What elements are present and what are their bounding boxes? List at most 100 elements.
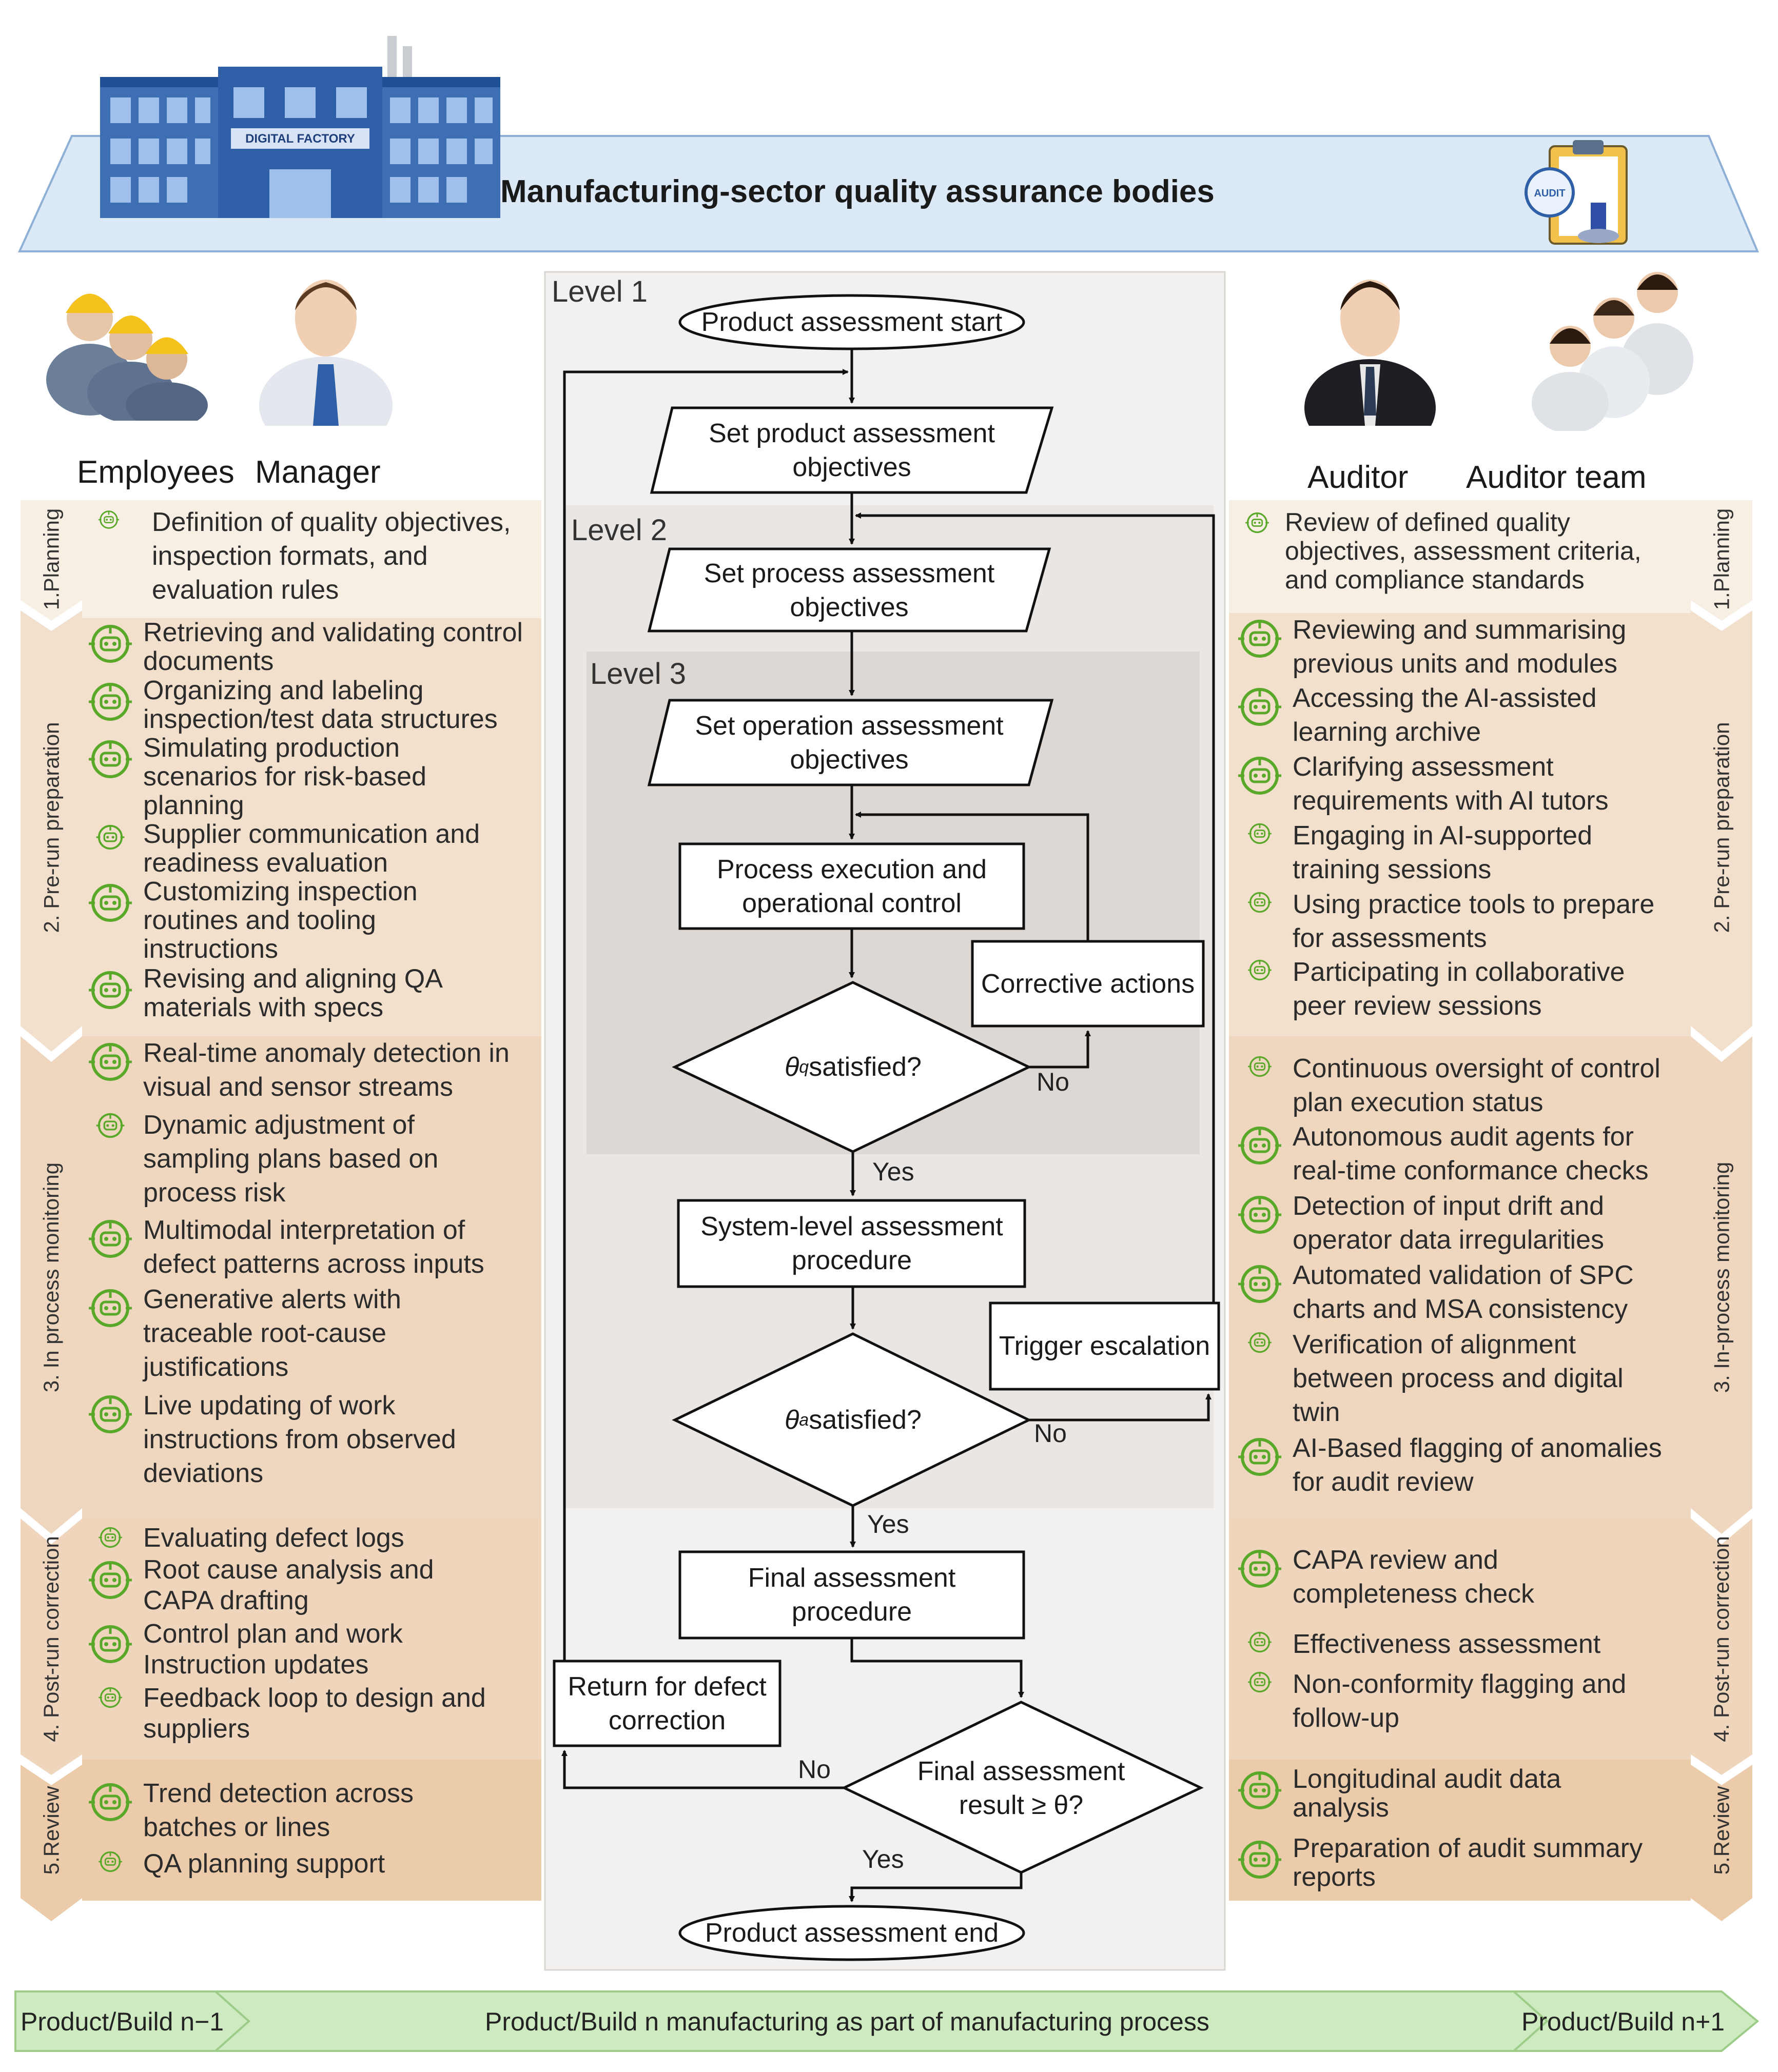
process-execution-shape xyxy=(678,842,1025,930)
ai-bot-icon xyxy=(85,879,136,929)
end-terminal xyxy=(678,1905,1025,1961)
process-objectives-shape xyxy=(647,547,1051,633)
list-item: Evaluating defect logs xyxy=(85,1523,541,1553)
stage-left-inprocess: 3. In process monitoring xyxy=(39,1162,63,1393)
ai-bot-icon xyxy=(1234,615,1285,665)
process-execution-label: Process execution and operational contro… xyxy=(716,854,987,918)
stage-left-postrun: 4. Post-run correction xyxy=(39,1536,64,1742)
list-item: Participating in collaborative peer revi… xyxy=(1234,955,1688,1023)
theta-a-no-label: No xyxy=(1034,1419,1067,1448)
current-build-label: Product/Build n manufacturing as part of… xyxy=(485,2007,1209,2036)
stage-right-review: 5.Review xyxy=(1709,1786,1733,1874)
system-level-label: System-level assessment procedure xyxy=(700,1212,1003,1275)
list-item: Engaging in AI-supported training sessio… xyxy=(1234,819,1688,886)
list-item: Accessing the AI-assisted learning archi… xyxy=(1234,681,1688,749)
list-item: Revising and aligning QA materials with … xyxy=(85,964,541,1022)
list-item: Supplier communication and readiness eva… xyxy=(85,820,541,877)
role-auditor-team: Auditor team xyxy=(1466,460,1647,495)
ai-bot-icon xyxy=(85,678,136,728)
ai-bot-icon xyxy=(1234,752,1285,802)
theta-q-no-label: No xyxy=(1037,1068,1069,1096)
ai-bot-icon xyxy=(85,1849,136,1877)
list-item: Retrieving and validating control docume… xyxy=(85,618,541,676)
stage-right-prerun: 2. Pre-run preparation xyxy=(1709,722,1733,933)
product-objectives-label: Set product assessment objectives xyxy=(709,418,995,482)
ai-bot-icon xyxy=(1234,1330,1285,1358)
ai-bot-icon xyxy=(85,1285,136,1334)
ai-bot-icon xyxy=(1234,683,1285,733)
list-item: QA planning support xyxy=(85,1847,541,1881)
ai-bot-icon xyxy=(1234,1191,1285,1241)
final-no-label: No xyxy=(798,1755,831,1784)
list-item: Organizing and labeling inspection/test … xyxy=(85,676,541,734)
ai-bot-icon xyxy=(96,507,121,535)
manager-illustration xyxy=(257,262,395,454)
list-item: Continuous oversight of control plan exe… xyxy=(1234,1052,1688,1119)
employees-illustration xyxy=(41,251,210,428)
return-defect-shape xyxy=(553,1660,781,1747)
ai-bot-icon xyxy=(85,1391,136,1440)
ai-bot-icon xyxy=(85,966,136,1016)
list-item: Preparation of audit summary reports xyxy=(1234,1834,1688,1891)
factory-illustration: DIGITAL FACTORY xyxy=(100,21,500,218)
list-item: Control plan and work Instruction update… xyxy=(85,1619,541,1680)
list-item: AI-Based flagging of anomalies for audit… xyxy=(1234,1431,1688,1499)
auditor-illustration xyxy=(1303,262,1437,457)
right-stage-column xyxy=(1691,500,1752,1921)
list-item: Feedback loop to design and suppliers xyxy=(85,1683,541,1744)
product-objectives-shape xyxy=(650,406,1054,494)
list-item: Effectiveness assessment xyxy=(1234,1627,1688,1661)
ai-bot-icon xyxy=(85,1685,136,1713)
ai-bot-icon xyxy=(1234,1669,1285,1698)
ai-bot-icon xyxy=(85,1779,136,1828)
ai-bot-icon xyxy=(1234,1054,1285,1082)
ai-bot-icon xyxy=(85,736,136,785)
stage-right-postrun: 4. Post-run correction xyxy=(1709,1536,1734,1742)
list-item: Multimodal interpretation of defect patt… xyxy=(85,1213,541,1281)
ai-bot-icon xyxy=(85,1556,136,1606)
ai-bot-icon xyxy=(1234,890,1285,918)
final-result-label: Final assessment result ≥ θ? xyxy=(917,1756,1125,1820)
stage-right-inprocess: 3. In-process monitoring xyxy=(1709,1161,1734,1393)
list-item: CAPA review and completeness check xyxy=(1234,1543,1688,1611)
list-item: Autonomous audit agents for real-time co… xyxy=(1234,1120,1688,1188)
process-objectives-label: Set process assessment objectives xyxy=(704,558,995,622)
level2-label: Level 2 xyxy=(571,514,668,547)
list-item: Dynamic adjustment of sampling plans bas… xyxy=(85,1108,541,1210)
list-item: Generative alerts with traceable root-ca… xyxy=(85,1282,541,1384)
audit-sign: AUDIT xyxy=(1534,188,1565,199)
ai-bot-icon xyxy=(1234,1545,1285,1595)
stage-left-planning: 1.Planning xyxy=(39,508,63,610)
stage-right-planning: 1.Planning xyxy=(1709,508,1733,610)
system-level-shape xyxy=(677,1199,1026,1288)
theta-a-yes-label: Yes xyxy=(867,1510,909,1538)
level1-label: Level 1 xyxy=(552,275,648,308)
factory-sign: DIGITAL FACTORY xyxy=(245,132,355,146)
final-yes-label: Yes xyxy=(862,1845,904,1873)
ai-bot-icon xyxy=(85,1110,136,1143)
list-item: Simulating production scenarios for risk… xyxy=(85,734,541,820)
audit-clipboard-icon: AUDIT xyxy=(1519,136,1642,249)
final-procedure-label: Final assessment procedure xyxy=(748,1563,956,1627)
auditor-team-illustration xyxy=(1527,251,1696,433)
list-item: Using practice tools to prepare for asse… xyxy=(1234,887,1688,955)
trigger-escalation-label: Trigger escalation xyxy=(999,1331,1210,1361)
role-manager: Manager xyxy=(255,455,381,490)
corrective-actions-shape xyxy=(971,940,1205,1028)
list-item: Customizing inspection routines and tool… xyxy=(85,877,541,963)
ai-bot-icon xyxy=(1237,510,1278,538)
flow-connectors xyxy=(561,349,1215,1902)
end-terminal-label: Product assessment end xyxy=(705,1918,999,1948)
flow-shapes xyxy=(553,294,1220,1961)
stage-left-prerun: 2. Pre-run preparation xyxy=(39,722,63,933)
stage-left-review: 5.Review xyxy=(39,1786,63,1874)
list-item: Detection of input drift and operator da… xyxy=(1234,1189,1688,1257)
list-item: Reviewing and summarising previous units… xyxy=(1234,613,1688,681)
ai-bot-icon xyxy=(85,1215,136,1265)
theta-q-yes-label: Yes xyxy=(872,1157,914,1186)
list-item: Review of defined quality objectives, as… xyxy=(1237,508,1688,594)
list-item: Real-time anomaly detection in visual an… xyxy=(85,1036,541,1104)
right-bands xyxy=(1229,500,1691,1901)
left-bands xyxy=(82,500,541,1901)
